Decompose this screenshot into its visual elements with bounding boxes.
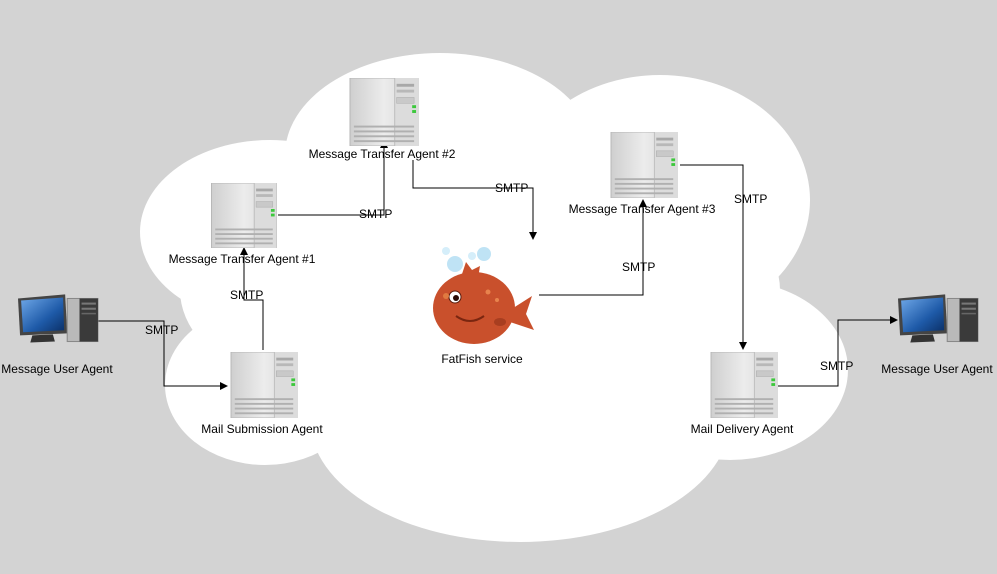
- edge-fatfish-to-mta3: [539, 199, 647, 296]
- edge-mta3-to-mda: [680, 164, 747, 350]
- edge-label-smtp: SMTP: [820, 359, 854, 373]
- desktop-computer-icon: [18, 294, 99, 344]
- edge-label-smtp: SMTP: [734, 192, 768, 206]
- node-label-msa: Mail Submission Agent: [201, 422, 323, 436]
- fish-icon: [433, 247, 534, 344]
- node-label-mua-left: Message User Agent: [1, 362, 113, 376]
- desktop-computer-icon: [898, 294, 979, 344]
- edge-label-smtp: SMTP: [145, 323, 179, 337]
- edge-label-smtp: SMTP: [495, 181, 529, 195]
- edge-mta1-to-mta2: [278, 140, 388, 216]
- edge-label-smtp: SMTP: [230, 288, 264, 302]
- server-tower-icon: [349, 78, 419, 146]
- edge-label-smtp: SMTP: [622, 260, 656, 274]
- server-tower-icon: [211, 183, 277, 248]
- edge-label-smtp: SMTP: [359, 207, 393, 221]
- edge-msa-to-mta1: [240, 247, 264, 350]
- node-label-mta3: Message Transfer Agent #3: [568, 202, 716, 216]
- edge-mta2-to-fatfish: [412, 160, 537, 240]
- node-label-mta2: Message Transfer Agent #2: [308, 147, 456, 161]
- node-label-mda: Mail Delivery Agent: [690, 422, 794, 436]
- server-tower-icon: [230, 352, 298, 418]
- server-tower-icon: [610, 132, 678, 198]
- node-label-fatfish: FatFish service: [441, 352, 523, 366]
- node-label-mua-right: Message User Agent: [881, 362, 993, 376]
- node-label-mta1: Message Transfer Agent #1: [168, 252, 316, 266]
- edge-mda-to-mua: [778, 316, 898, 387]
- edge-mua-to-msa: [98, 320, 228, 390]
- server-tower-icon: [710, 352, 778, 418]
- connectors: [98, 140, 898, 390]
